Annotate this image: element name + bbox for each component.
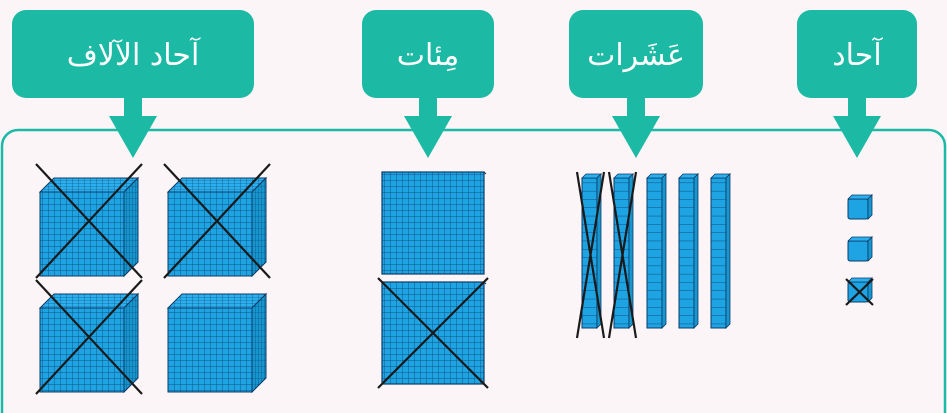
cross-mark [377, 277, 489, 389]
thousand-cube [166, 292, 268, 394]
unit-cube [847, 236, 873, 262]
column-label-thousands: آحاد الآلاف [66, 38, 200, 73]
thousand-cube [166, 176, 268, 278]
panel-outline [0, 128, 947, 413]
ten-rod [646, 173, 667, 329]
column-label-tens: عَشَرات [587, 38, 685, 73]
cross-mark [35, 163, 143, 279]
label-callout-ones [797, 10, 917, 158]
cross-mark [163, 163, 271, 279]
column-label-hundreds: مِئات [396, 38, 460, 73]
hundred-flat [381, 171, 487, 275]
ten-rod [678, 173, 699, 329]
unit-cube [847, 194, 873, 220]
cross-mark [845, 278, 874, 306]
ten-rod [710, 173, 731, 329]
thousand-cube [38, 176, 140, 278]
cross-mark [35, 279, 143, 395]
cross-mark [607, 171, 638, 339]
cross-mark [575, 171, 606, 339]
label-callout-thousands [12, 10, 254, 158]
thousand-cube [38, 292, 140, 394]
label-callout-tens [569, 10, 703, 158]
column-label-ones: آحاد [832, 38, 882, 73]
label-callout-hundreds [362, 10, 494, 158]
